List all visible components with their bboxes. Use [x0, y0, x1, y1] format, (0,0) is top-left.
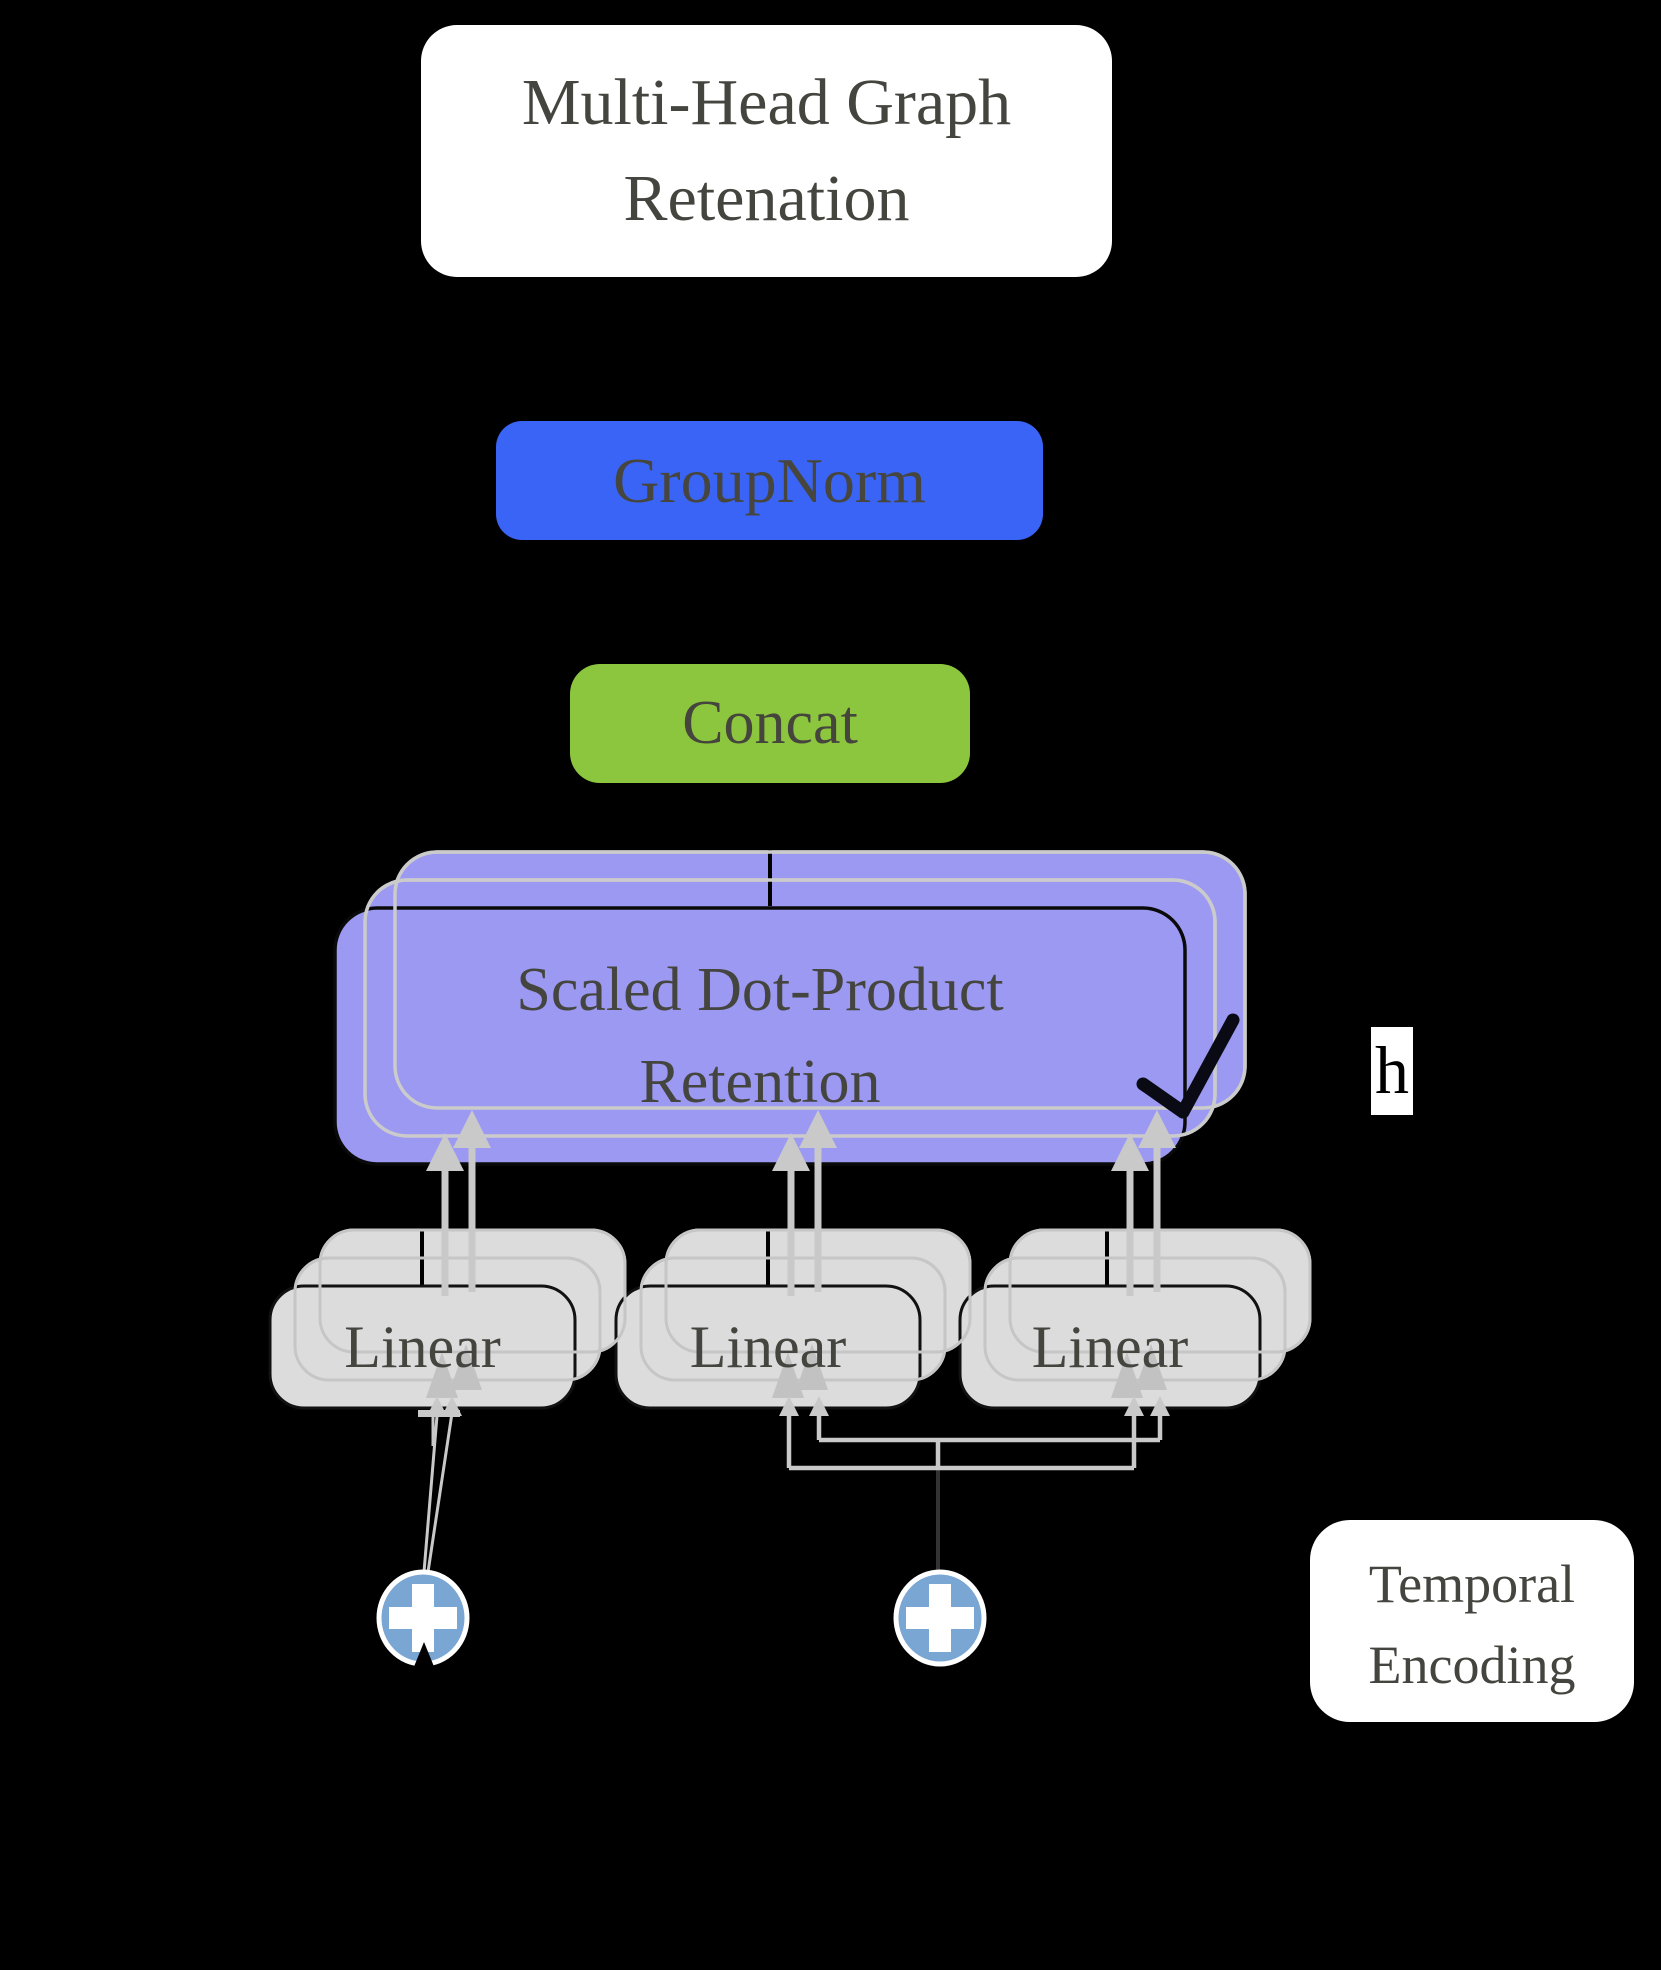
add-node-left [376, 1569, 470, 1674]
front-boxes [268, 906, 1262, 1410]
ghost-arrows [426, 1110, 1176, 1398]
groupnorm-node: GroupNorm [496, 421, 1043, 540]
concat-node: Concat [570, 664, 970, 783]
linear-q-box [268, 1284, 577, 1410]
retention-line-1: Scaled Dot-Product [516, 956, 1004, 1024]
title-line-2: Retenation [623, 162, 910, 235]
linear-k-label: Linear [689, 1314, 847, 1380]
temporal-line-1: Temporal [1368, 1554, 1576, 1614]
concat-label: Concat [682, 689, 858, 757]
linear-v-box [958, 1284, 1262, 1410]
groupnorm-label: GroupNorm [613, 445, 926, 516]
add-node-center [893, 1569, 987, 1667]
retention-box [333, 906, 1187, 1166]
linear-k-box [614, 1284, 922, 1410]
stack-count-tick-icon [1136, 1013, 1240, 1119]
retention-label: Scaled Dot-Product Retention [335, 944, 1185, 1134]
head-count-label: h [1371, 1027, 1413, 1115]
output-title-box: Multi-Head Graph Retenation [421, 25, 1112, 277]
temporal-line-2: Encoding [1368, 1635, 1576, 1695]
title-line-1: Multi-Head Graph [521, 66, 1012, 139]
linear-v-label: Linear [1031, 1314, 1189, 1380]
linear-q-label: Linear [344, 1314, 501, 1380]
retention-line-2: Retention [639, 1048, 881, 1116]
arrowhead-icon [411, 1642, 437, 1674]
black-connectors [420, 277, 1109, 1578]
input-connectors [418, 1396, 1170, 1573]
temporal-encoding-node: Temporal Encoding [1310, 1520, 1634, 1722]
